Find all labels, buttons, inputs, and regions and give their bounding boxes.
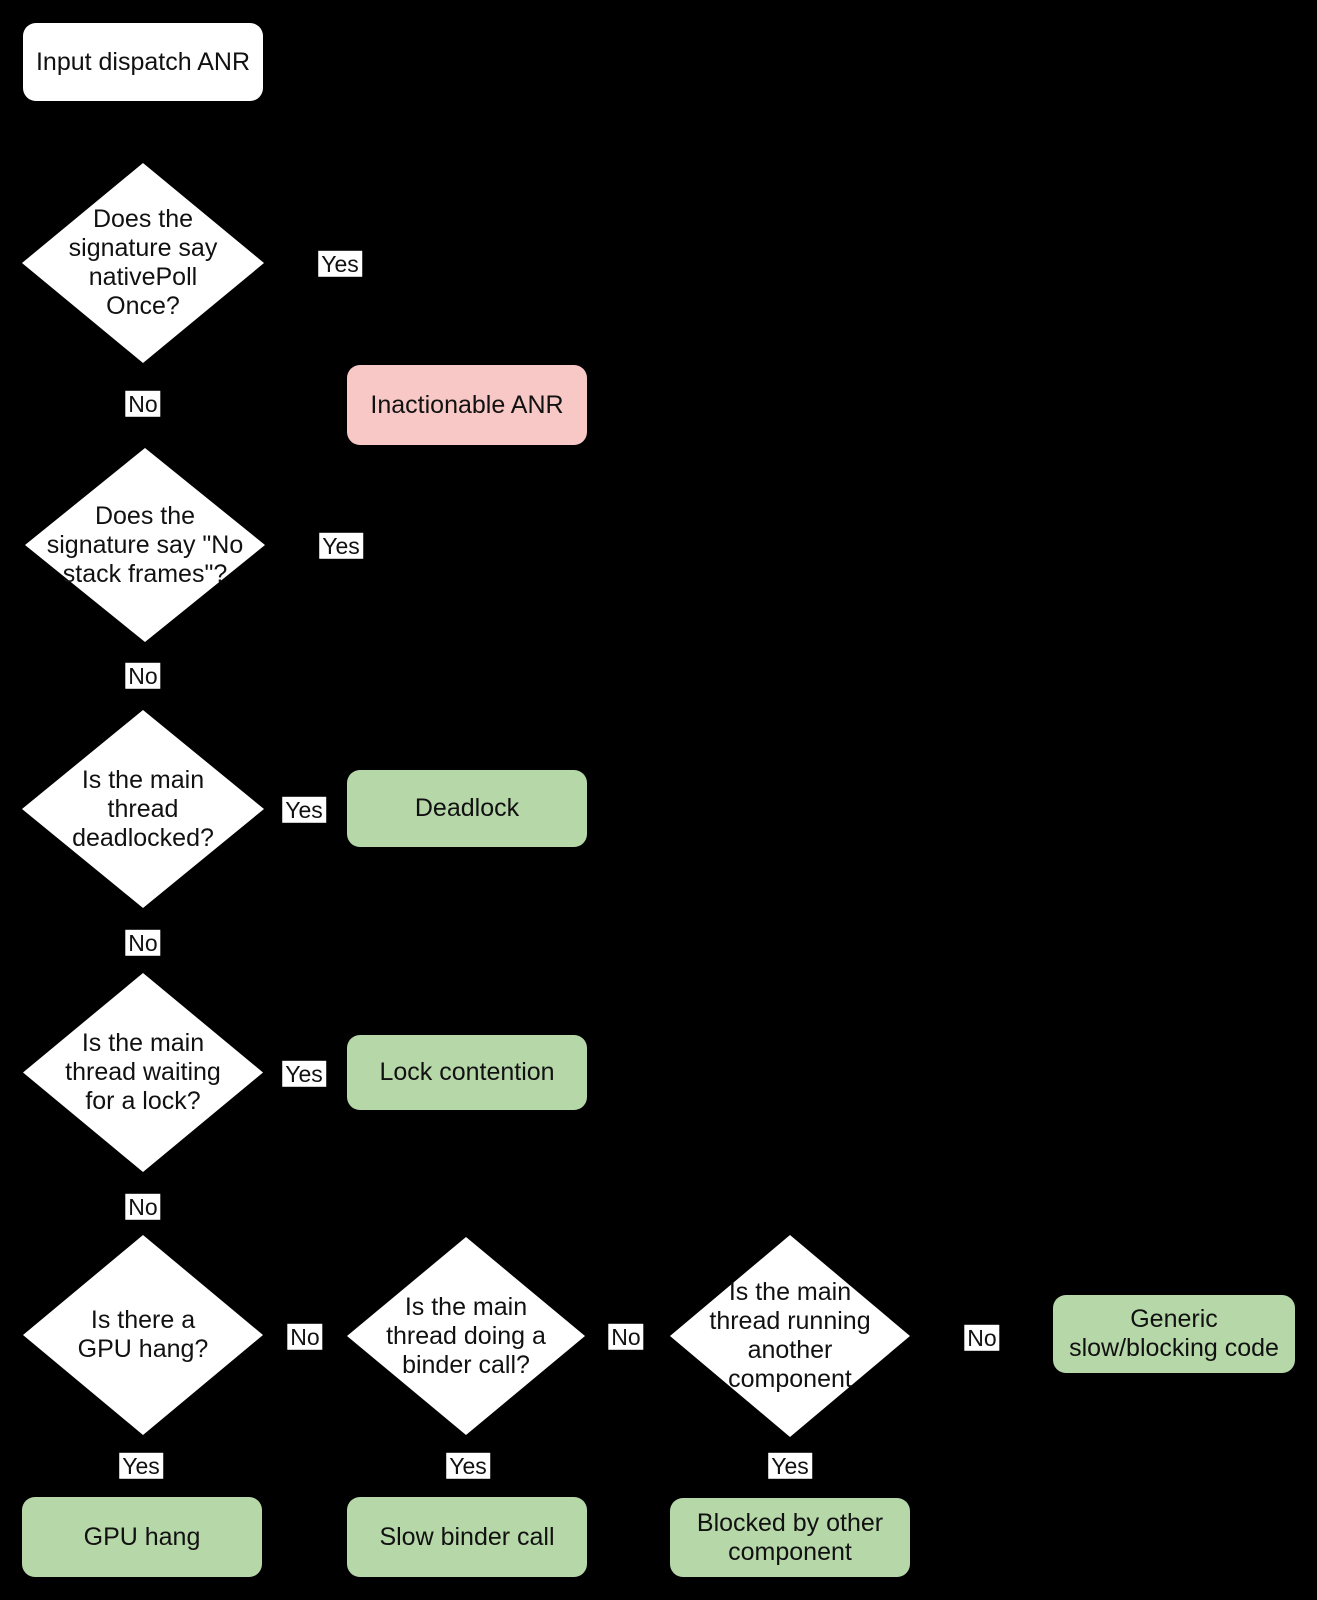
- edge-label-yes-deadlocked: Yes: [282, 796, 326, 824]
- diamond-shape: [347, 1237, 585, 1435]
- edge-label-no-other-component: No: [964, 1324, 1000, 1352]
- outcome-deadlock: Deadlock: [347, 770, 587, 847]
- edge-label-yes-gpu-hang: Yes: [119, 1452, 163, 1480]
- decision-native-poll-once-label: Does the signature say nativePoll Once?: [68, 205, 218, 320]
- edge-label-no-deadlocked: No: [125, 929, 161, 957]
- decision-native-poll-once: Does the signature say nativePoll Once?: [22, 163, 264, 363]
- diamond-shape: [22, 163, 264, 363]
- decision-no-stack-frames-label: Does the signature say "No stack frames"…: [46, 501, 244, 588]
- edge-label-no-waiting-lock: No: [125, 1193, 161, 1221]
- outcome-gpu-hang-label: GPU hang: [83, 1522, 201, 1551]
- decision-main-thread-deadlocked: Is the main thread deadlocked?: [22, 710, 264, 908]
- start-node-input-dispatch-anr: Input dispatch ANR: [23, 23, 263, 101]
- outcome-lock-contention: Lock contention: [347, 1035, 587, 1110]
- outcome-gpu-hang: GPU hang: [22, 1497, 262, 1577]
- decision-gpu-hang-label: Is there a GPU hang?: [77, 1306, 209, 1363]
- diamond-shape: [22, 710, 264, 908]
- outcome-slow-binder-call-label: Slow binder call: [379, 1522, 555, 1551]
- edge-label-yes-no-stack-frames: Yes: [319, 532, 363, 560]
- outcome-generic-slow-blocking-code-label: Generic slow/blocking code: [1069, 1305, 1279, 1362]
- outcome-lock-contention-label: Lock contention: [379, 1058, 555, 1086]
- outcome-blocked-by-other-component-label: Blocked by other component: [696, 1508, 884, 1566]
- decision-gpu-hang: Is there a GPU hang?: [23, 1235, 263, 1435]
- outcome-inactionable-anr: Inactionable ANR: [347, 365, 587, 445]
- diamond-shape: [23, 973, 263, 1172]
- decision-binder-call: Is the main thread doing a binder call?: [347, 1237, 585, 1435]
- outcome-deadlock-label: Deadlock: [414, 794, 520, 822]
- start-node-label: Input dispatch ANR: [35, 47, 250, 76]
- outcome-inactionable-anr-label: Inactionable ANR: [370, 390, 564, 419]
- diamond-shape: [23, 1235, 263, 1435]
- edge-label-no-no-stack-frames: No: [125, 662, 161, 690]
- edge-label-no-native-poll: No: [125, 390, 161, 418]
- decision-main-thread-waiting-for-lock-label: Is the main thread waiting for a lock?: [65, 1029, 221, 1115]
- outcome-slow-binder-call: Slow binder call: [347, 1497, 587, 1577]
- decision-running-another-component: Is the main thread running another compo…: [670, 1235, 910, 1437]
- decision-binder-call-label: Is the main thread doing a binder call?: [386, 1292, 546, 1379]
- decision-no-stack-frames: Does the signature say "No stack frames"…: [25, 448, 265, 642]
- edge-label-yes-binder-call: Yes: [446, 1452, 490, 1480]
- diamond-shape: [670, 1235, 910, 1437]
- edge-label-no-gpu-hang: No: [287, 1323, 323, 1351]
- edge-label-yes-native-poll: Yes: [318, 250, 362, 278]
- decision-main-thread-deadlocked-label: Is the main thread deadlocked?: [72, 765, 214, 852]
- edge-label-yes-waiting-lock: Yes: [282, 1060, 326, 1088]
- edge-label-yes-other-component: Yes: [768, 1452, 812, 1480]
- decision-main-thread-waiting-for-lock: Is the main thread waiting for a lock?: [23, 973, 263, 1172]
- outcome-blocked-by-other-component: Blocked by other component: [670, 1498, 910, 1577]
- diamond-shape: [25, 448, 265, 642]
- edge-label-no-binder-call: No: [608, 1323, 644, 1351]
- outcome-generic-slow-blocking-code: Generic slow/blocking code: [1053, 1295, 1295, 1373]
- decision-running-another-component-label: Is the main thread running another compo…: [709, 1278, 871, 1393]
